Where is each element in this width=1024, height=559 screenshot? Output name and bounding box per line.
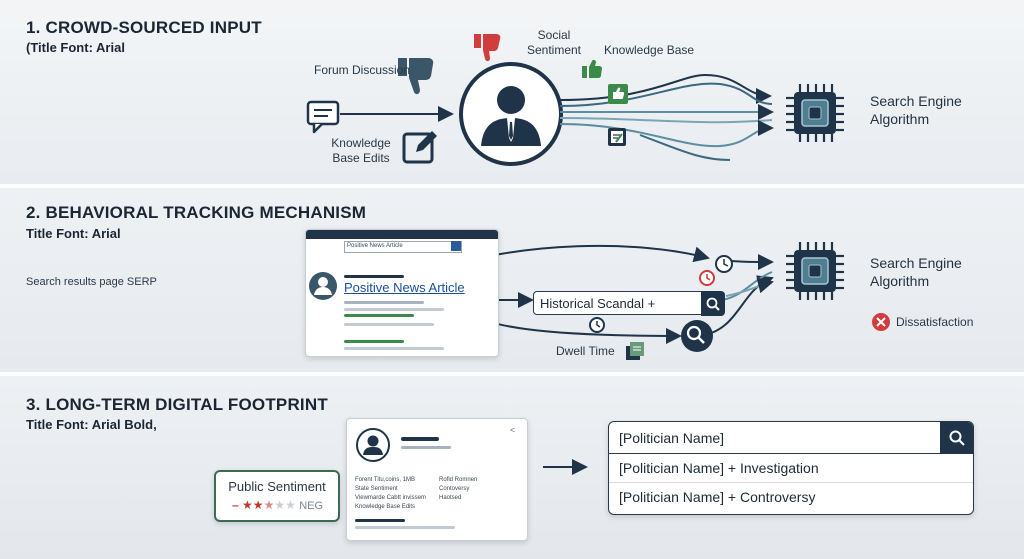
star-icon: ★ xyxy=(252,498,264,512)
browser-titlebar xyxy=(306,230,498,239)
divider xyxy=(0,184,1024,188)
section-1-title: 1. CROWD-SOURCED INPUT xyxy=(26,18,262,37)
search-input[interactable]: Historical Scandal + xyxy=(533,291,709,315)
search-icon xyxy=(949,430,965,446)
share-icon[interactable]: < xyxy=(510,425,516,435)
suggestion-item[interactable]: [Politician Name] + Controversy xyxy=(619,489,816,505)
label-kb: Knowledge Base xyxy=(604,43,695,57)
profile-name-bar xyxy=(401,437,439,441)
thumbs-down-icon xyxy=(398,58,434,95)
search-input[interactable]: [Politician Name] xyxy=(609,422,950,454)
divider xyxy=(609,482,973,483)
autocomplete-panel: [Politician Name] [Politician Name] + In… xyxy=(608,421,974,515)
avatar xyxy=(356,428,390,462)
profile-card: < Forent Titu,coins, 1MB State Sentiment… xyxy=(346,418,528,541)
result-line xyxy=(344,347,444,350)
star-icon: ★ xyxy=(263,498,275,512)
star-rating: ★★★★★ xyxy=(242,498,296,512)
public-sentiment-card: Public Sentiment – ★★★★★ NEG xyxy=(214,470,340,522)
clock-icon xyxy=(589,317,605,333)
result-line xyxy=(344,301,424,304)
star-icon: ★ xyxy=(274,498,286,512)
profile-item: Rofld Romnen xyxy=(439,477,478,483)
close-circle-icon xyxy=(872,313,890,331)
result-line xyxy=(344,308,444,311)
edit-icon xyxy=(402,131,437,164)
search-icon xyxy=(706,297,720,311)
dwell-time-label: Dwell Time xyxy=(556,344,615,358)
profile-item: Haotsed xyxy=(439,495,462,501)
cpu-chip-icon xyxy=(786,242,844,300)
search-circle-icon xyxy=(681,320,713,352)
clock-icon xyxy=(715,255,733,273)
search-button[interactable] xyxy=(701,291,725,316)
label-social: Social Sentiment xyxy=(526,28,582,57)
profile-line xyxy=(355,519,405,522)
document-icon xyxy=(626,342,644,360)
label-forum: Forum Discussion xyxy=(314,63,411,77)
result-link[interactable]: Positive News Article xyxy=(344,280,465,295)
section-1-subtitle: (Title Font: Arial xyxy=(26,40,125,55)
star-icon: ★ xyxy=(285,498,296,512)
section-2-title: 2. BEHAVIORAL TRACKING MECHANISM xyxy=(26,203,367,222)
result-line xyxy=(344,323,434,326)
minus-icon: – xyxy=(232,498,239,512)
clock-red-icon xyxy=(699,270,715,286)
suggestion-item[interactable]: [Politician Name] + Investigation xyxy=(619,460,819,476)
avatar xyxy=(309,272,337,300)
star-icon: ★ xyxy=(242,498,253,512)
result-line xyxy=(344,340,404,343)
document-edit-icon xyxy=(608,128,626,146)
sentiment-rating: – ★★★★★ NEG xyxy=(232,498,323,512)
section-2-subtitle: Title Font: Arial xyxy=(26,226,121,241)
browser-search-button[interactable] xyxy=(451,241,461,251)
cpu-chip-icon xyxy=(786,84,844,142)
chat-icon xyxy=(306,100,340,134)
thumbs-up-box-icon xyxy=(608,84,628,104)
search-query-text: Historical Scandal + xyxy=(540,295,656,311)
label-engine: Search Engine Algorithm xyxy=(870,93,962,127)
profile-line xyxy=(355,526,455,529)
label-engine-2: Search Engine Algorithm xyxy=(870,255,962,289)
label-kb-edits: Knowledge Base Edits xyxy=(331,136,391,165)
rating-label: NEG xyxy=(299,500,324,512)
serp-browser-window: Positive News Article xyxy=(305,229,499,357)
result-line xyxy=(344,314,414,317)
search-button[interactable] xyxy=(940,422,973,454)
thumbs-down-red-icon xyxy=(474,34,501,62)
search-query-text: [Politician Name] xyxy=(619,429,725,446)
result-title-bar xyxy=(344,275,404,278)
divider xyxy=(0,372,1024,376)
section-3-title: 3. LONG-TERM DIGITAL FOOTPRINT xyxy=(26,395,328,414)
dissatisfaction-label: Dissatisfaction xyxy=(896,315,974,329)
profile-line xyxy=(401,446,451,449)
profile-item: Viewmarde Cabtt invissem xyxy=(355,495,426,501)
profile-item: State Sentiment xyxy=(355,486,398,492)
profile-item: Knowledge Base Edits xyxy=(355,504,416,510)
serp-label: Search results page SERP xyxy=(26,276,157,288)
section-3-subtitle: Title Font: Arial Bold, xyxy=(26,417,157,432)
profile-item: Contoversy xyxy=(439,486,470,492)
browser-search-input[interactable]: Positive News Article xyxy=(344,241,462,253)
public-sentiment-label: Public Sentiment xyxy=(228,479,326,494)
thumbs-up-icon xyxy=(582,59,602,78)
section-behavioral xyxy=(0,188,1024,372)
profile-item: Forent Titu,coins, 1MB xyxy=(355,477,416,483)
